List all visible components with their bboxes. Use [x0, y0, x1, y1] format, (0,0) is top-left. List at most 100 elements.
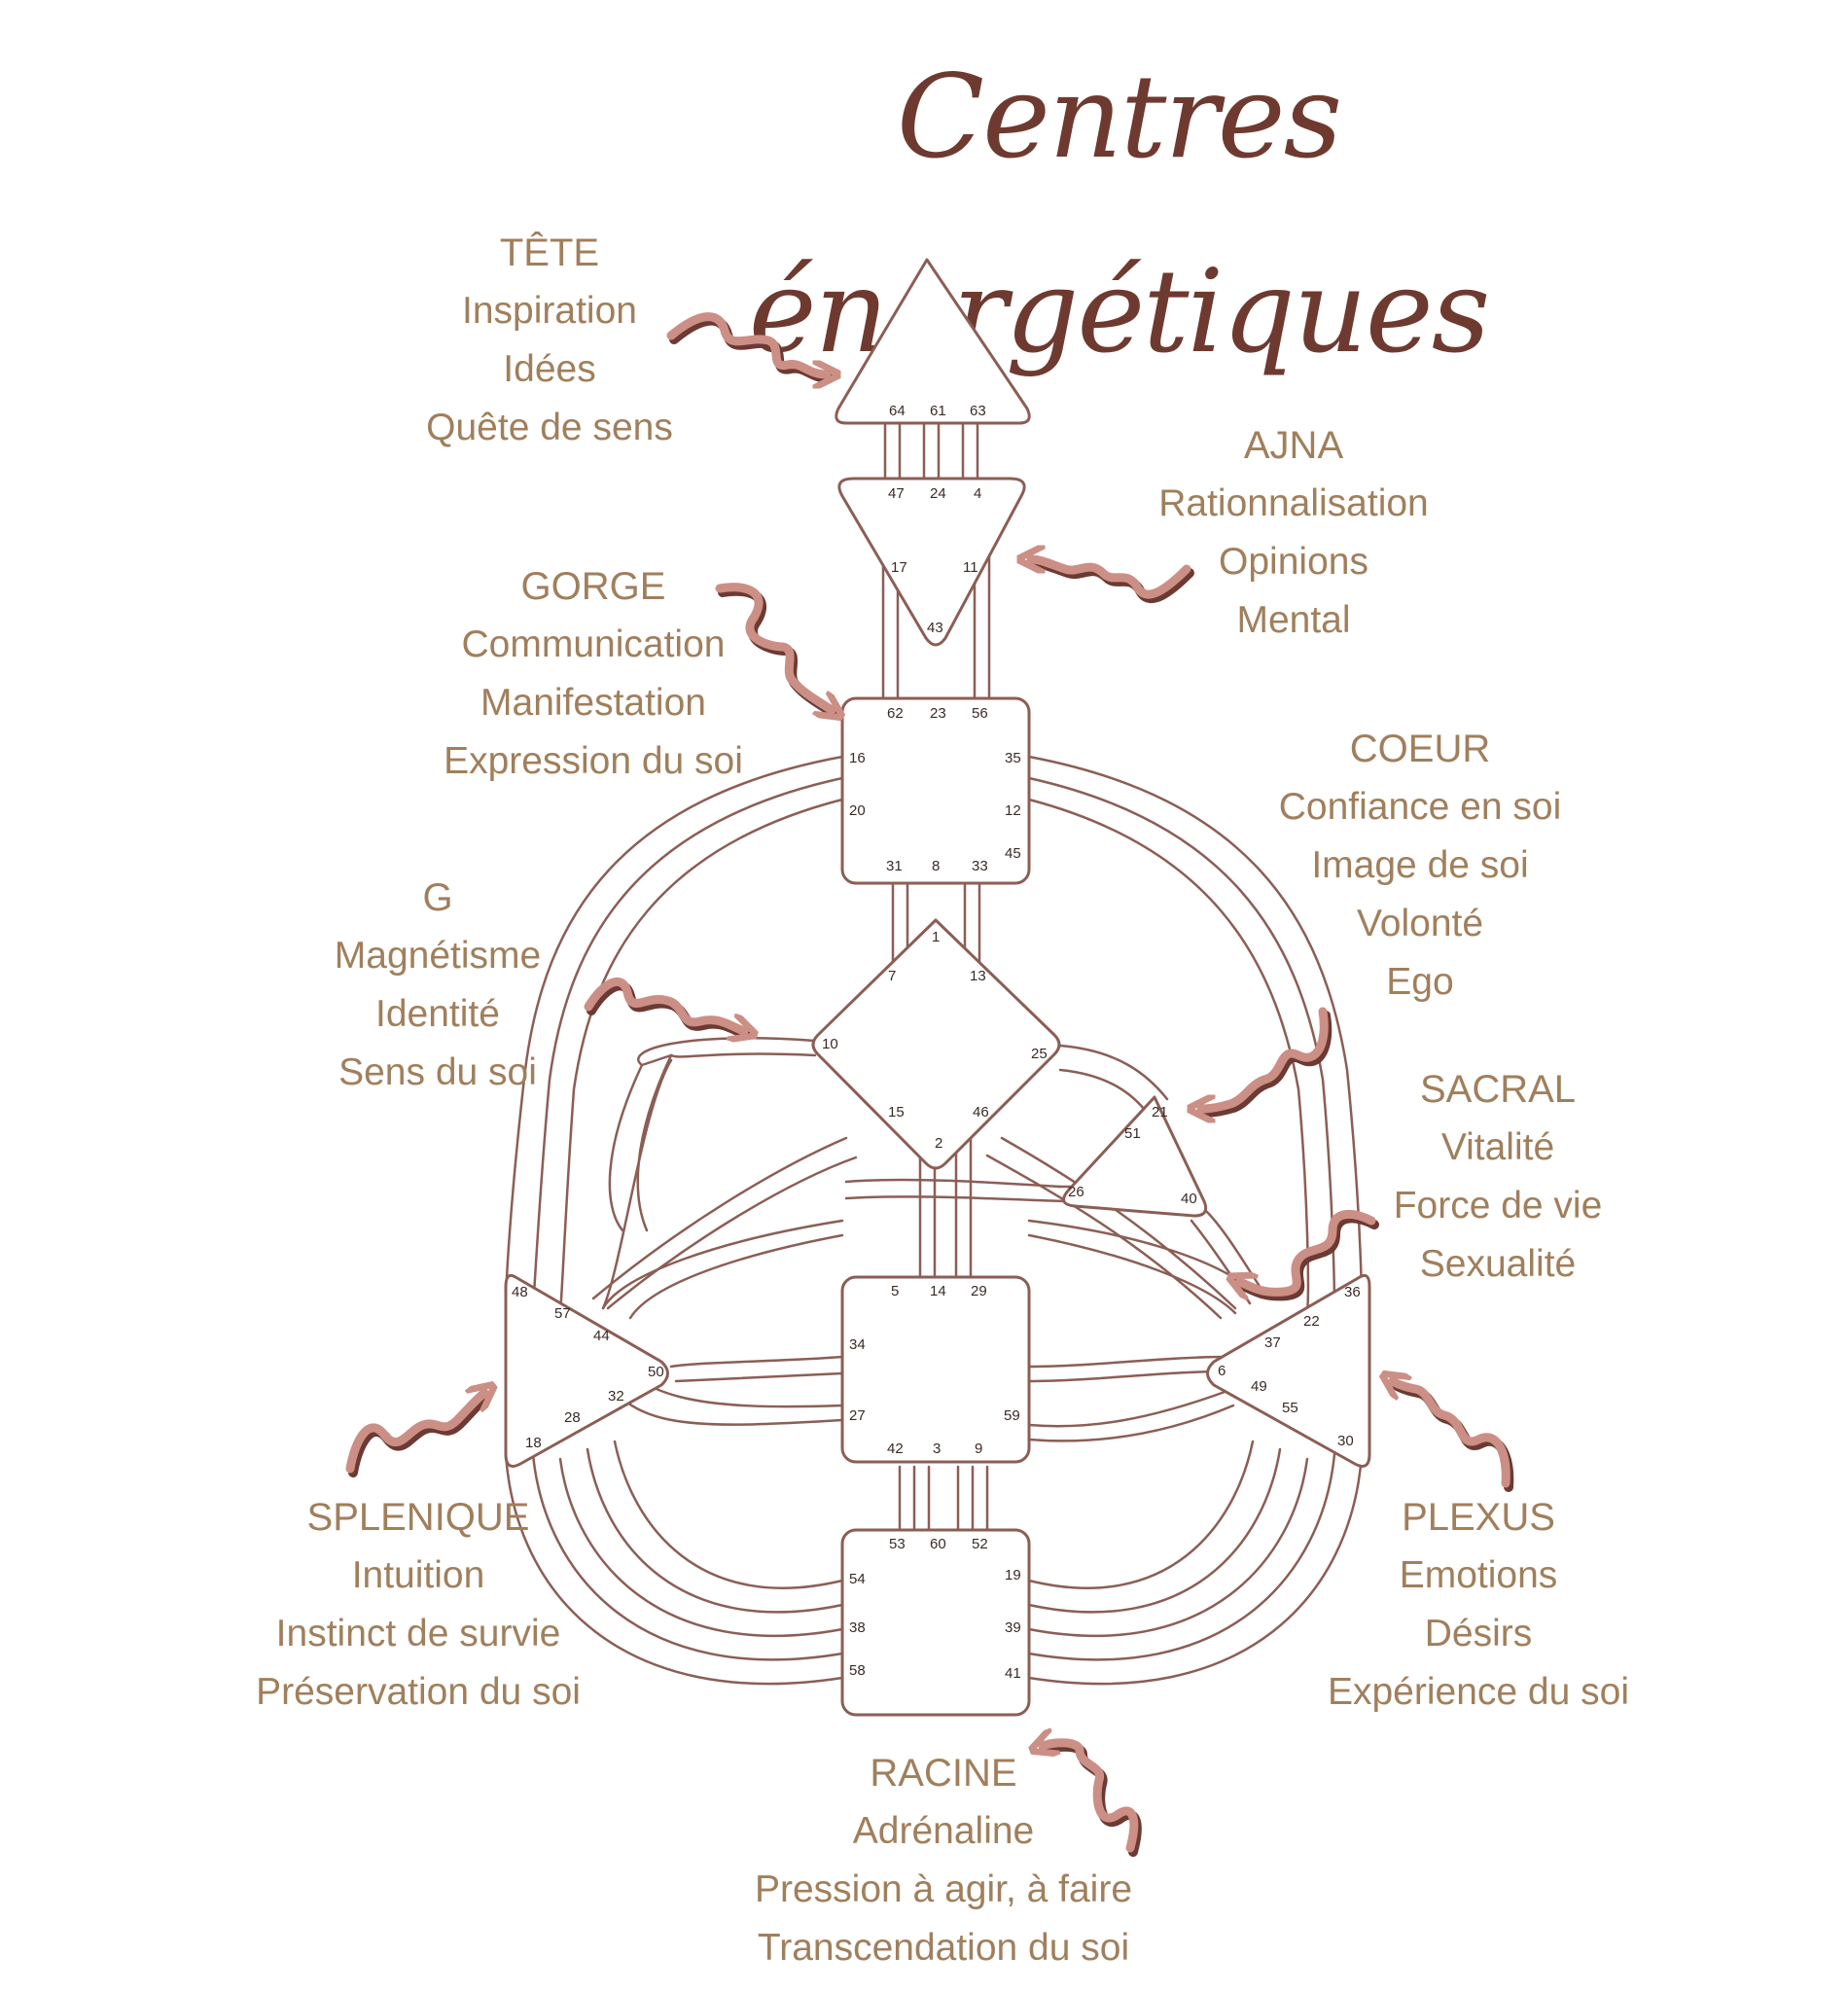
center-quality: Préservation du soi [256, 1671, 581, 1713]
gate-number: 44 [593, 1328, 610, 1344]
gate-number: 23 [930, 705, 946, 722]
gate-number: 45 [1005, 845, 1021, 862]
center-name: TÊTE [499, 231, 600, 274]
center-name: SPLENIQUE [306, 1496, 530, 1539]
gate-number: 12 [1005, 802, 1021, 819]
gate-number: 1 [932, 929, 940, 945]
gate-number: 21 [1152, 1104, 1168, 1120]
gate-number: 2 [935, 1135, 942, 1152]
gate-number: 42 [887, 1441, 904, 1457]
gate-number: 11 [963, 559, 978, 576]
label-ajna: AJNA Rationnalisation Opinions Mental [1128, 416, 1459, 650]
center-quality: Adrénaline [852, 1810, 1035, 1852]
center-quality: Identité [375, 993, 500, 1035]
gate-number: 24 [930, 485, 946, 502]
center-heart-shape [1062, 1095, 1208, 1218]
center-spleen-shape [504, 1273, 669, 1468]
center-quality: Inspiration [462, 290, 637, 332]
center-root-shape [840, 1528, 1031, 1717]
gate-number: 48 [512, 1284, 528, 1300]
center-head-shape [835, 258, 1031, 425]
center-quality: Idées [503, 348, 596, 390]
gate-number: 28 [564, 1409, 581, 1426]
label-racine: RACINE Adrénaline Pression à agir, à fai… [749, 1744, 1138, 1977]
gate-number: 41 [1005, 1665, 1021, 1682]
gate-number: 50 [648, 1364, 664, 1380]
arrow-to-throat-icon [715, 583, 835, 714]
gate-number: 10 [822, 1036, 838, 1052]
gate-number: 5 [891, 1283, 899, 1299]
gate-number: 64 [889, 403, 906, 419]
center-quality: Confiance en soi [1278, 786, 1562, 828]
center-quality: Emotions [1399, 1554, 1558, 1596]
gate-number: 54 [849, 1571, 866, 1587]
gate-number: 4 [974, 485, 981, 502]
arrow-to-plexus-icon [1393, 1381, 1514, 1492]
center-throat-shape [840, 696, 1031, 885]
center-sacral-shape [840, 1275, 1031, 1464]
label-tete: TÊTE Inspiration Idées Quête de sens [404, 224, 695, 457]
gate-number: 36 [1344, 1284, 1361, 1300]
arrow-to-heart-icon [1201, 1007, 1333, 1113]
center-quality: Manifestation [480, 682, 706, 724]
center-quality: Ego [1386, 961, 1454, 1003]
gate-number: 30 [1337, 1433, 1354, 1449]
gate-number: 31 [886, 858, 903, 874]
label-gorge: GORGE Communication Manifestation Expres… [428, 557, 759, 791]
gate-number: 29 [971, 1283, 987, 1299]
gate-number: 55 [1282, 1400, 1298, 1416]
gate-number: 52 [972, 1536, 988, 1552]
gate-number: 34 [849, 1336, 866, 1353]
center-quality: Opinions [1219, 541, 1368, 583]
center-quality: Sens du soi [338, 1051, 537, 1093]
arrow-to-head-icon [666, 312, 830, 378]
gate-number: 17 [891, 559, 907, 576]
label-g: G Magnétisme Identité Sens du soi [292, 869, 584, 1102]
gate-number: 47 [888, 485, 905, 502]
center-name: COEUR [1349, 728, 1491, 770]
gate-number: 49 [1251, 1378, 1267, 1395]
center-name: RACINE [870, 1752, 1017, 1795]
gate-number: 33 [972, 858, 988, 874]
arrow-to-g-icon [584, 977, 747, 1035]
label-sacral: SACRAL Vitalité Force de vie Sexualité [1362, 1060, 1634, 1294]
center-ajna-shape [837, 477, 1026, 647]
gate-number: 20 [849, 802, 866, 819]
center-quality: Expérience du soi [1327, 1671, 1630, 1713]
center-quality: Transcendation du soi [757, 1927, 1130, 1969]
channels-central-column [881, 509, 991, 1534]
gate-number: 58 [849, 1662, 866, 1679]
center-name: AJNA [1243, 424, 1344, 467]
center-quality: Désirs [1424, 1613, 1533, 1654]
center-quality: Image de soi [1311, 844, 1529, 886]
center-quality: Communication [461, 623, 726, 665]
center-quality: Mental [1236, 599, 1351, 641]
gate-number: 51 [1124, 1125, 1141, 1142]
gate-number: 39 [1005, 1619, 1021, 1636]
center-quality: Pression à agir, à faire [754, 1868, 1133, 1910]
gate-number: 7 [888, 968, 896, 984]
center-quality: Sexualité [1419, 1243, 1577, 1285]
center-quality: Expression du soi [444, 740, 743, 782]
gate-number: 8 [932, 858, 940, 874]
gate-number: 40 [1181, 1191, 1197, 1207]
gate-number: 14 [930, 1283, 946, 1299]
gate-number: 13 [970, 968, 986, 984]
gate-number: 56 [972, 705, 988, 722]
gate-number: 22 [1303, 1313, 1320, 1330]
gate-number: 9 [975, 1441, 982, 1457]
gate-number: 57 [554, 1305, 571, 1322]
label-coeur: COEUR Confiance en soi Image de soi Volo… [1255, 720, 1585, 1012]
gate-number: 26 [1068, 1184, 1084, 1200]
center-plexus-shape [1206, 1273, 1371, 1468]
center-quality: Vitalité [1440, 1126, 1555, 1168]
gate-number: 53 [889, 1536, 906, 1552]
gate-number: 43 [927, 620, 943, 636]
gate-number: 37 [1264, 1334, 1281, 1351]
gate-number: 3 [933, 1441, 941, 1457]
gate-number: 62 [887, 705, 904, 722]
gate-number: 46 [973, 1104, 989, 1120]
gate-number: 6 [1218, 1363, 1226, 1379]
gate-number: 32 [608, 1388, 624, 1405]
